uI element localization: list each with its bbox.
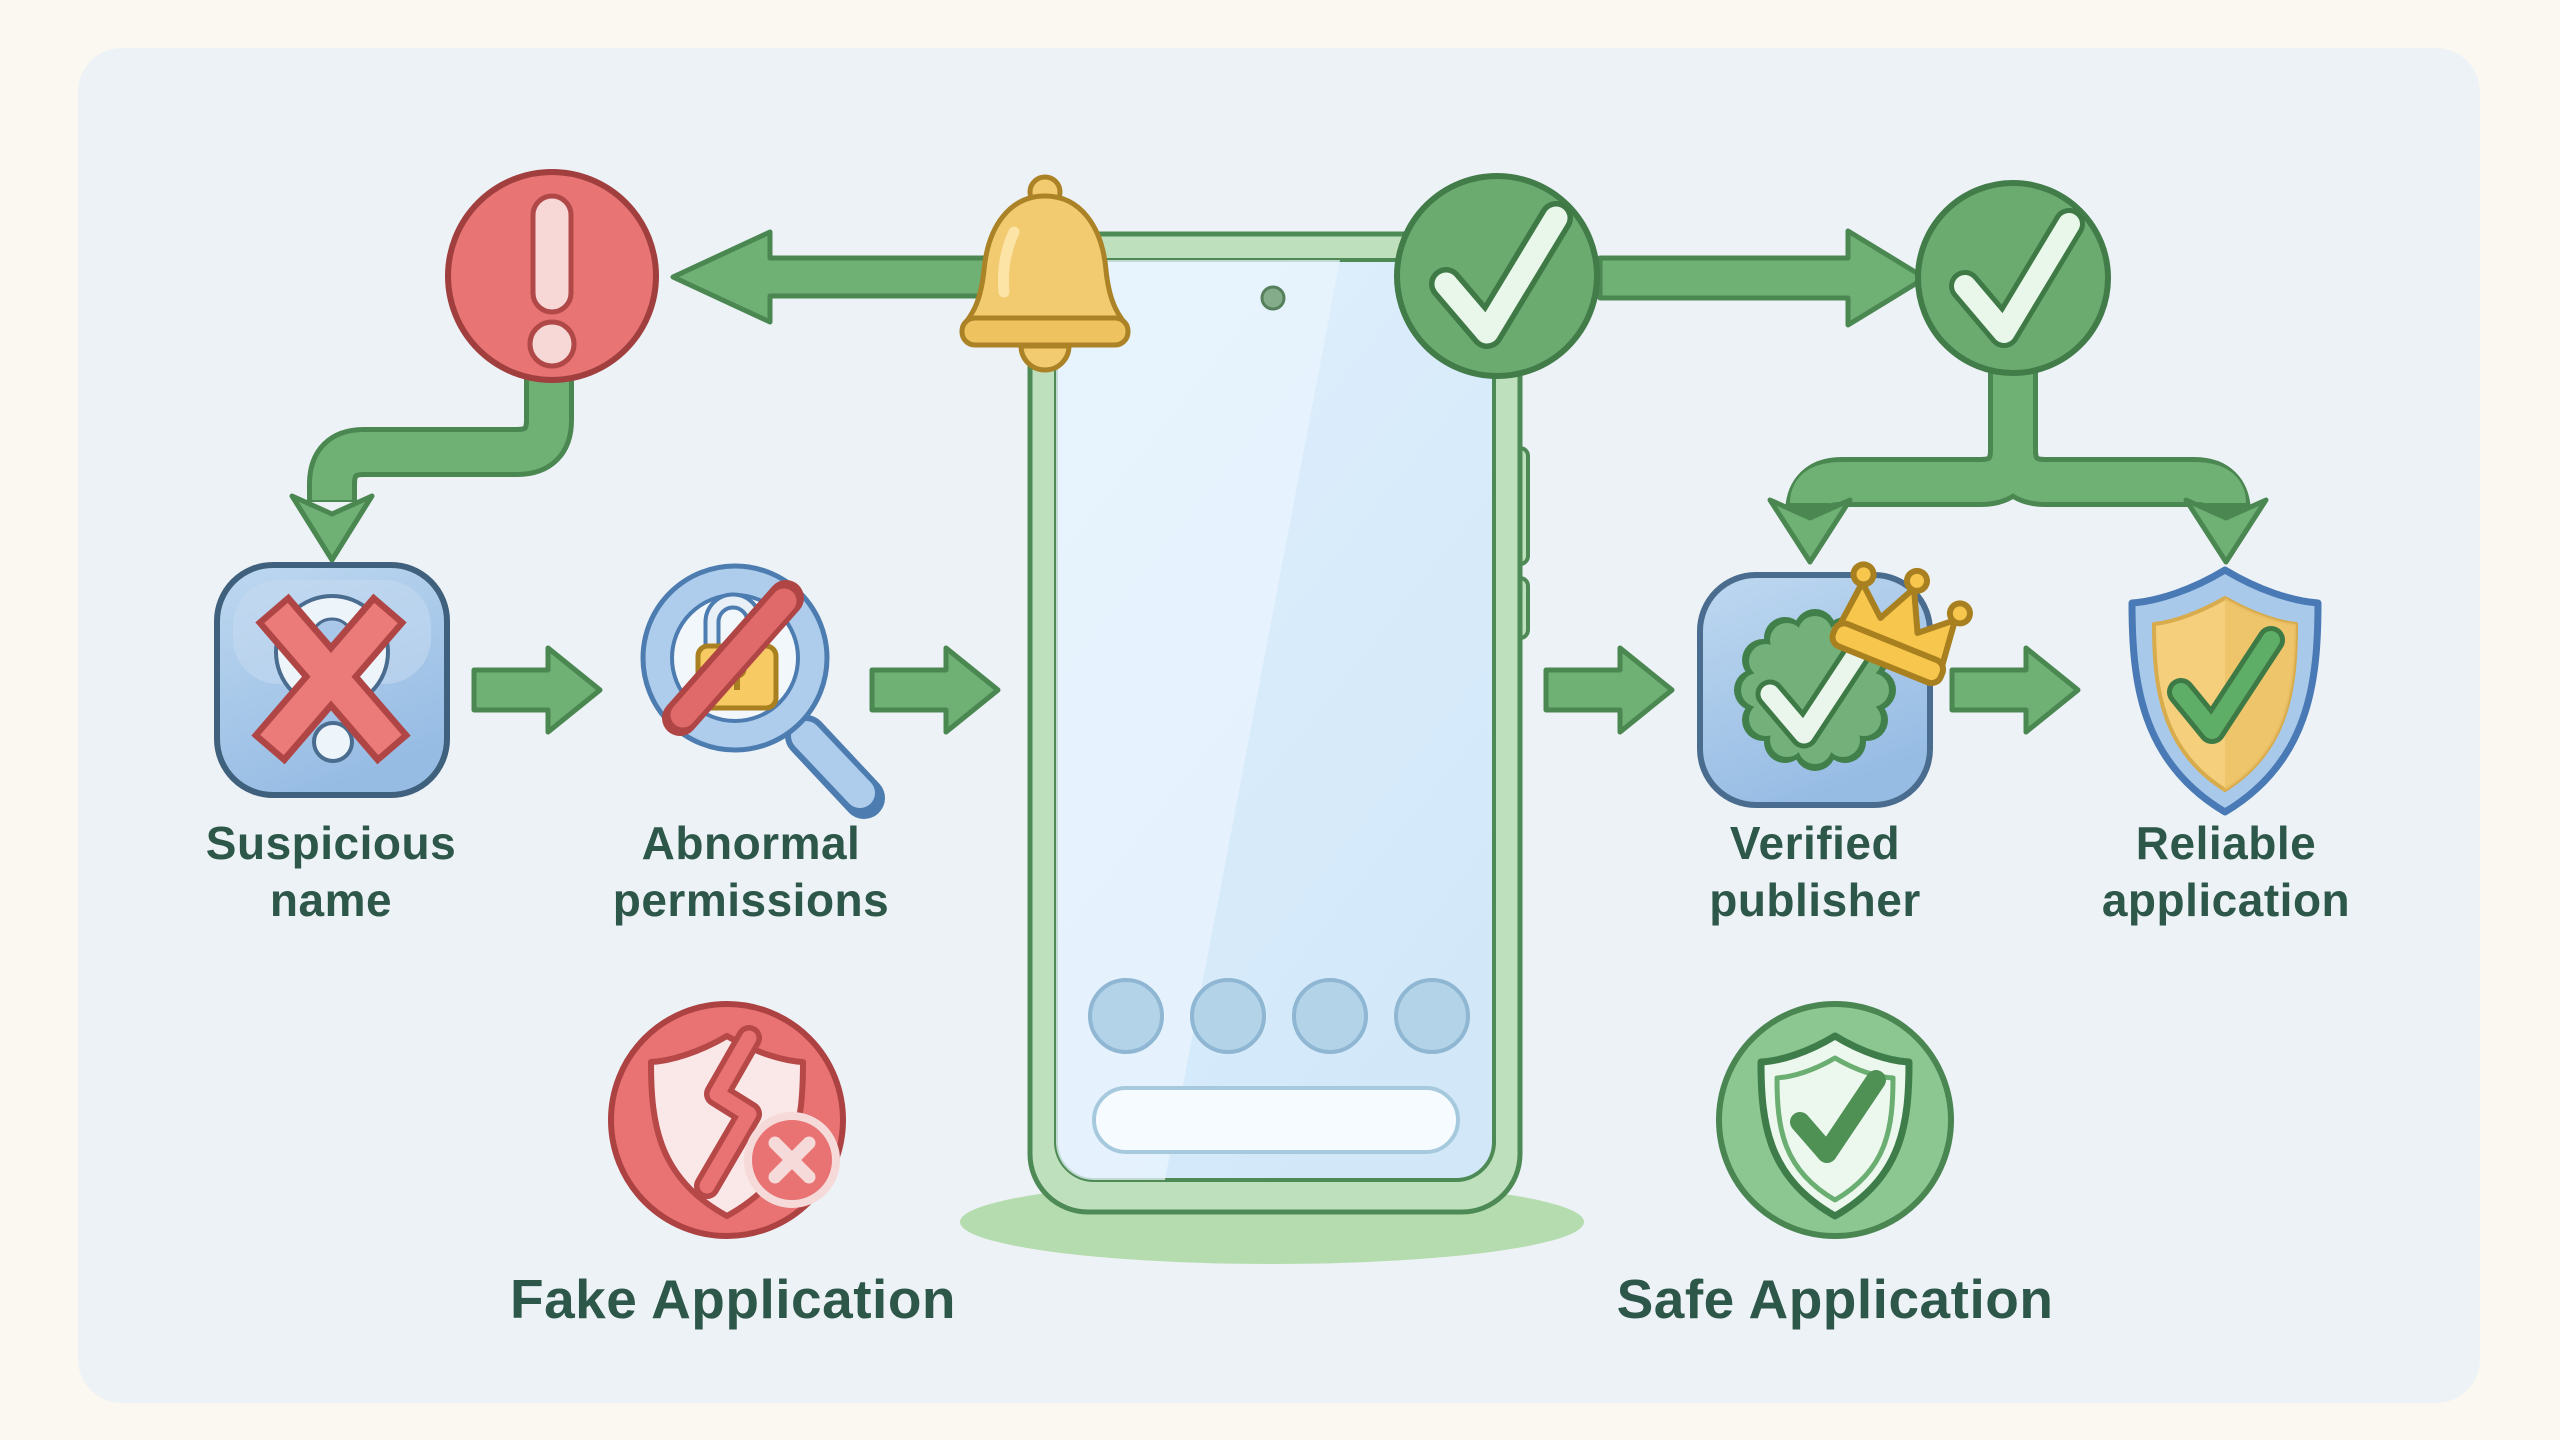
label-fake-application: Fake Application (433, 1268, 1033, 1330)
label-reliable-application: Reliable application (2026, 815, 2426, 929)
label-verified-publisher: Verified publisher (1615, 815, 2015, 929)
label-line: Abnormal (641, 817, 861, 869)
label-line: publisher (1709, 874, 1921, 926)
diagram-panel (78, 48, 2480, 1403)
label-line: permissions (612, 874, 890, 926)
label-safe-application: Safe Application (1535, 1268, 2135, 1330)
label-line: Suspicious (205, 817, 457, 869)
label-line: Safe Application (1616, 1268, 2054, 1330)
label-line: Reliable (2135, 817, 2317, 869)
label-line: application (2101, 874, 2351, 926)
label-line: Verified (1729, 817, 1901, 869)
label-line: name (269, 874, 393, 926)
label-suspicious-name: Suspicious name (131, 815, 531, 929)
label-line: Fake Application (509, 1268, 957, 1330)
label-abnormal-permissions: Abnormal permissions (551, 815, 951, 929)
